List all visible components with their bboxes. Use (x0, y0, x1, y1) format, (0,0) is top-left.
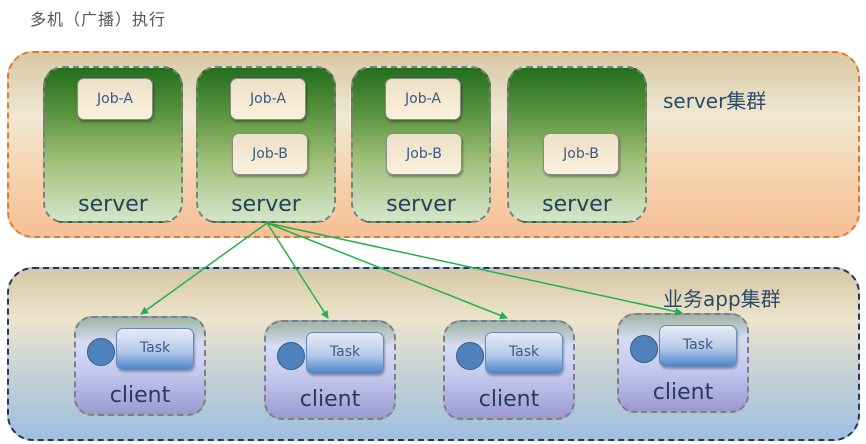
job-box: Job-A (385, 78, 461, 120)
client-circle-icon (277, 342, 305, 370)
client-circle-icon (456, 342, 484, 370)
job-box: Job-B (232, 133, 308, 175)
diagram-title: 多机（广播）执行 (30, 10, 167, 29)
client-circle-icon (87, 338, 115, 366)
job-box: Job-A (77, 78, 153, 120)
client-label: client (109, 383, 171, 408)
client-label: client (299, 387, 361, 412)
job-box: Job-A (230, 78, 306, 120)
client-node: Task client (74, 316, 206, 416)
server-node: Job-B server (507, 66, 647, 223)
task-box: Task (306, 332, 384, 374)
client-label: client (478, 387, 540, 412)
app-cluster-label: 业务app集群 (663, 287, 781, 311)
client-circle-icon (630, 335, 658, 363)
server-label: server (78, 192, 148, 217)
server-label: server (231, 192, 301, 217)
client-node: Task client (617, 313, 749, 413)
task-box: Task (659, 325, 737, 367)
client-label: client (652, 380, 714, 405)
task-box: Task (116, 328, 194, 370)
server-node: Job-A Job-B server (196, 66, 336, 223)
server-label: server (386, 192, 456, 217)
task-box: Task (485, 332, 563, 374)
server-label: server (542, 192, 612, 217)
client-node: Task client (443, 320, 575, 420)
server-node: Job-A server (43, 66, 183, 223)
server-node: Job-A Job-B server (351, 66, 491, 223)
client-node: Task client (264, 320, 396, 420)
server-cluster-label: server集群 (663, 89, 767, 113)
job-box: Job-B (386, 133, 462, 175)
job-box: Job-B (543, 133, 619, 175)
